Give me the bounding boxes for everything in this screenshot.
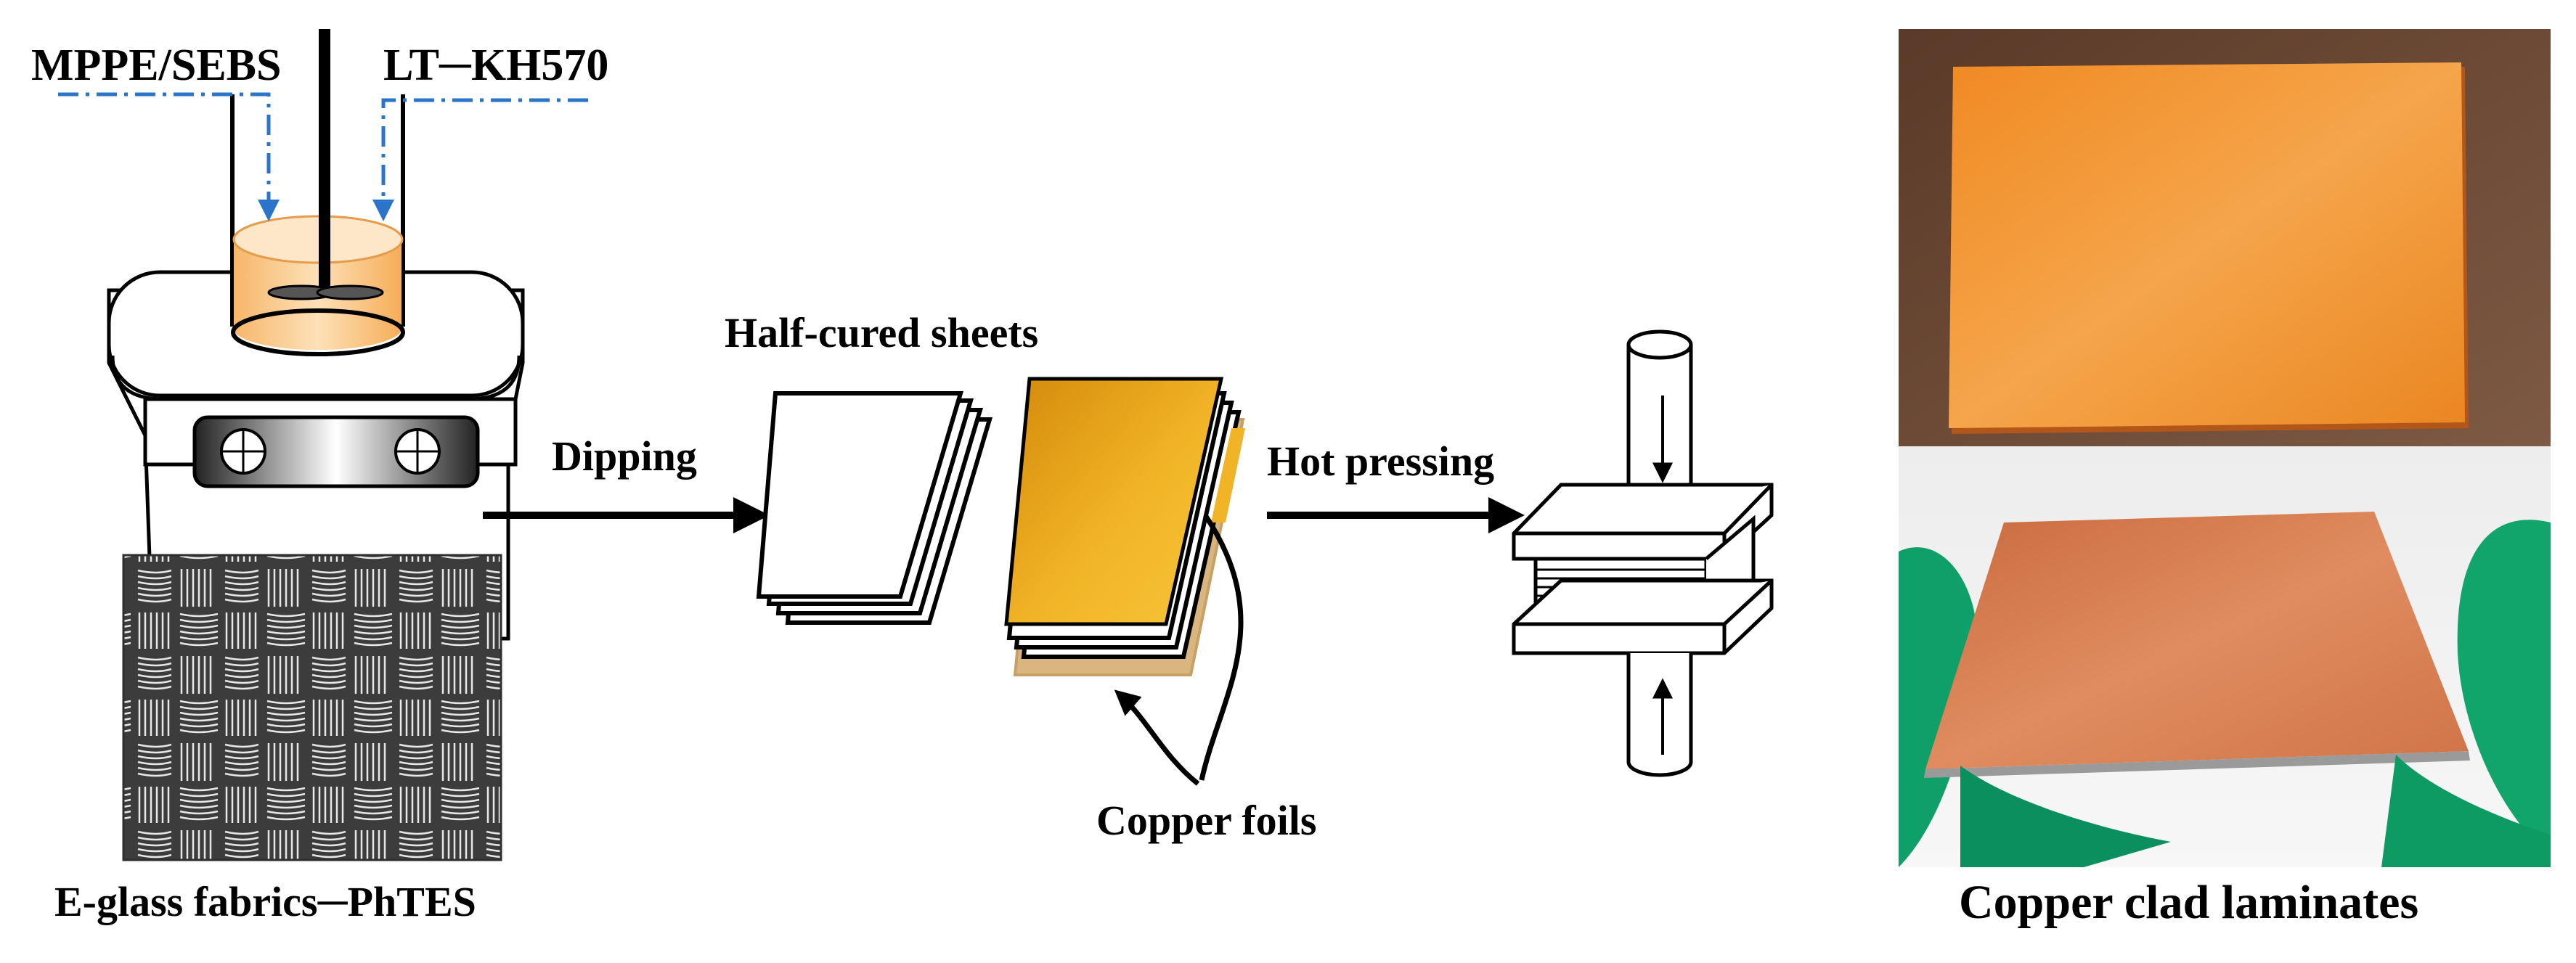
knob-icon xyxy=(394,428,441,475)
e-glass-fabrics-label: E-glass fabrics─PhTES xyxy=(54,878,476,925)
beaker-on-hotplate-icon xyxy=(107,29,525,641)
mppe-sebs-label: MPPE/SEBS xyxy=(31,41,282,90)
lt-kh570-label: LT─KH570 xyxy=(383,41,608,90)
feed-lines xyxy=(58,92,588,221)
woven-glass-fabric-icon xyxy=(122,554,502,861)
copper-foils-label: Copper foils xyxy=(1096,797,1316,844)
copper-clad-laminates-label: Copper clad laminates xyxy=(1959,876,2418,929)
copper-foil-top xyxy=(1004,377,1224,626)
half-cured-sheets-stack xyxy=(756,391,993,625)
hot-pressing-label: Hot pressing xyxy=(1267,438,1494,485)
half-cured-sheets-label: Half-cured sheets xyxy=(725,309,1038,356)
copper-clad-stack xyxy=(1004,377,1245,676)
dipping-label: Dipping xyxy=(552,433,697,480)
copper-foils-pointers xyxy=(1114,514,1244,786)
knob-icon xyxy=(220,428,266,475)
hot-press-icon xyxy=(1512,329,1774,777)
laminate-photo-top xyxy=(1899,29,2551,446)
laminate-photo-bottom xyxy=(1899,446,2551,867)
